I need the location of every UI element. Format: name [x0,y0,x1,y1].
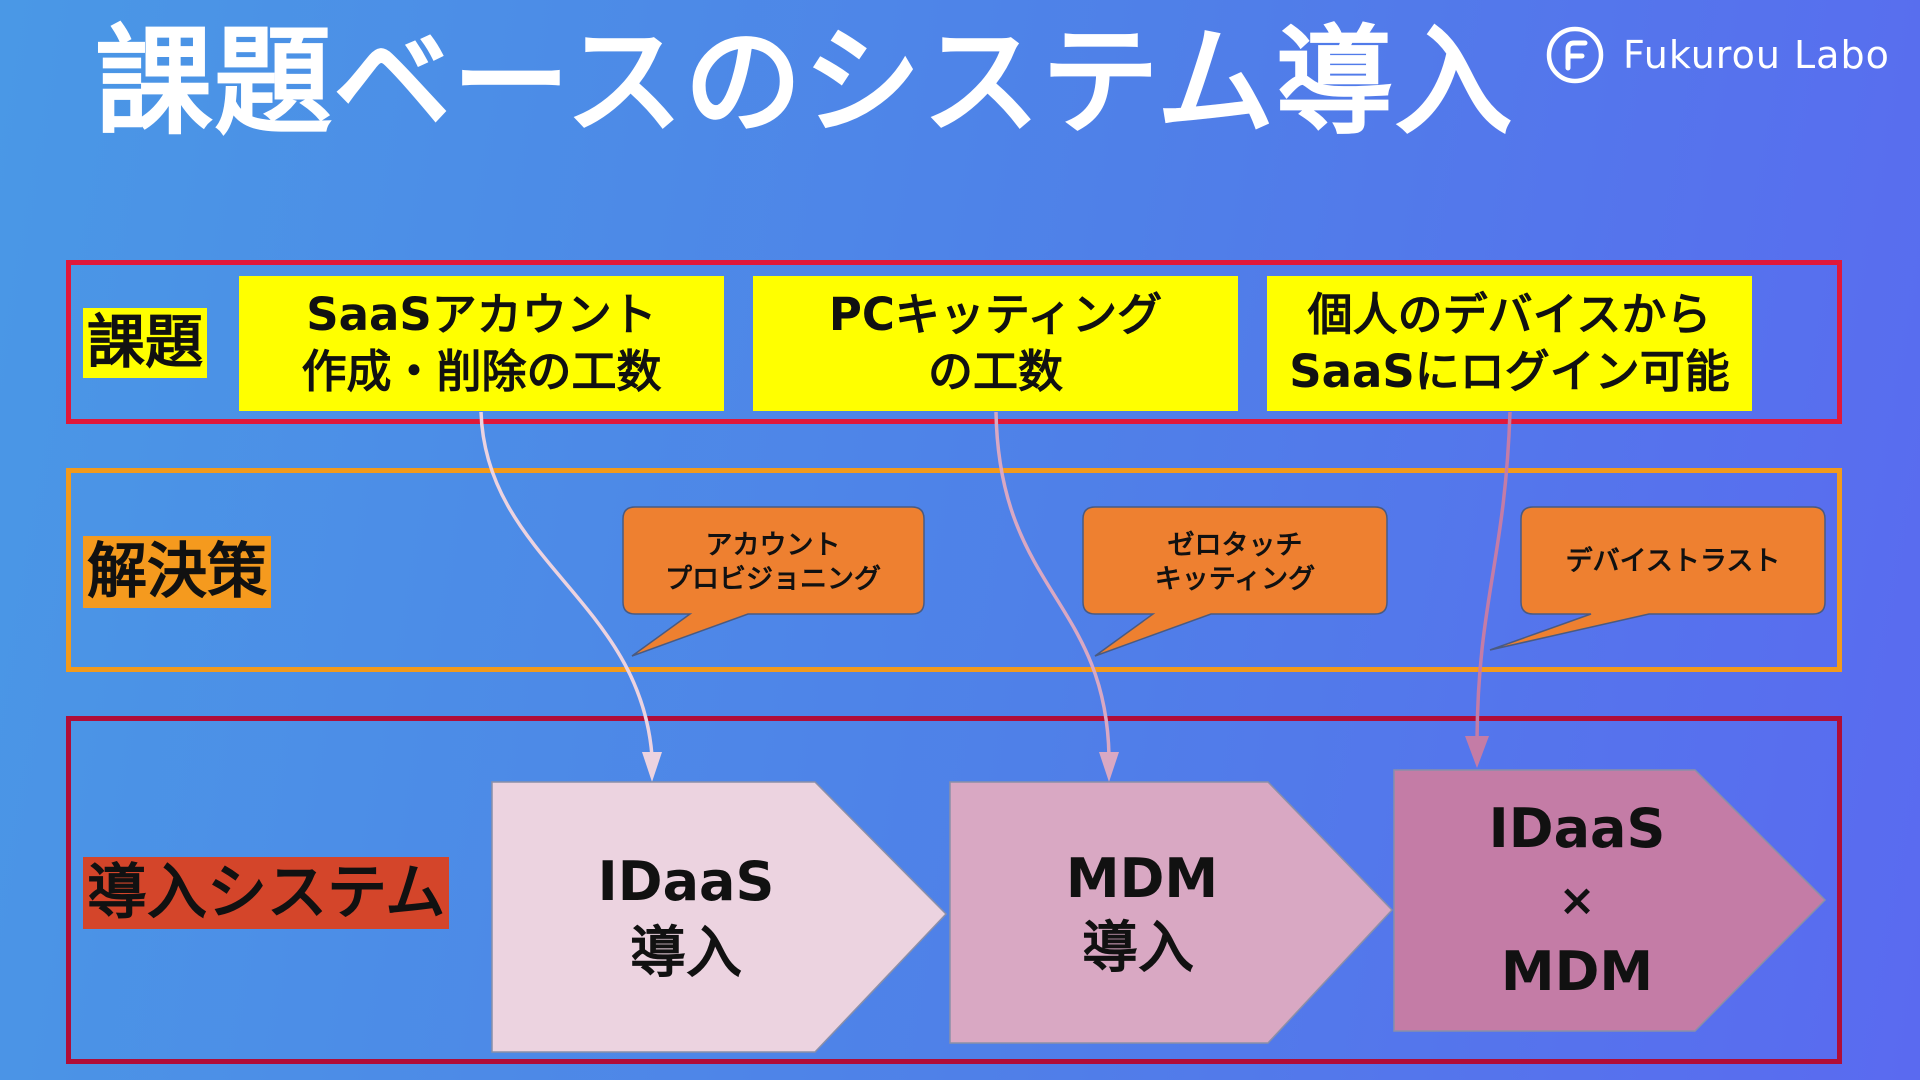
system-line: MDM [1066,847,1218,910]
issues-frame [66,260,1842,424]
system-line: × [1559,875,1596,926]
solution-callout-device-trust: デバイストラスト [1489,506,1826,651]
systems-frame [66,716,1842,1064]
issues-label: 課題 [83,308,208,378]
flow-arrow-3 [1465,411,1512,768]
flow-arrow-1 [479,411,662,782]
system-chevron-idaas: IDaaS 導入 [491,781,948,1053]
brand-logo: Fukurou Labo [1545,22,1890,88]
issue-box-pc-kitting: PCキッティング の工数 [753,276,1238,411]
issue-box-personal-device: 個人のデバイスから SaaSにログイン可能 [1267,276,1752,411]
callout-line: ゼロタッチ [1168,530,1303,561]
callout-bubble [1082,506,1388,657]
callout-line: アカウント [706,530,841,561]
callout-bubble [622,506,925,657]
system-line: 導入 [1082,916,1194,981]
page-title: 課題ベースのシステム導入 [95,13,1514,151]
systems-label: 導入システム [83,857,450,929]
brand-name: Fukurou Labo [1623,33,1890,77]
chevron-shape [1393,769,1827,1032]
system-chevron-idaas-mdm: IDaaS × MDM [1393,769,1827,1032]
callout-line: デバイストラスト [1566,545,1781,577]
chevron-shape [491,781,948,1053]
callout-bubble [1489,506,1826,651]
system-line: 導入 [630,921,742,986]
callout-line: プロビジョニング [665,563,881,595]
system-line: IDaaS [1489,797,1666,860]
solutions-label: 解決策 [83,536,271,608]
chevron-shape [949,781,1394,1044]
solution-callout-zero-touch: ゼロタッチ キッティング [1082,506,1388,657]
system-line: MDM [1501,940,1653,1003]
system-line: IDaaS [598,850,775,913]
solution-callout-provisioning: アカウント プロビジョニング [622,506,925,657]
flow-arrow-2 [994,411,1119,782]
fukurou-logo-icon [1546,26,1604,84]
solutions-frame [66,468,1842,672]
issue-box-saas-account: SaaSアカウント 作成・削除の工数 [239,276,724,411]
callout-line: キッティング [1155,563,1315,595]
system-chevron-mdm: MDM 導入 [949,781,1394,1044]
